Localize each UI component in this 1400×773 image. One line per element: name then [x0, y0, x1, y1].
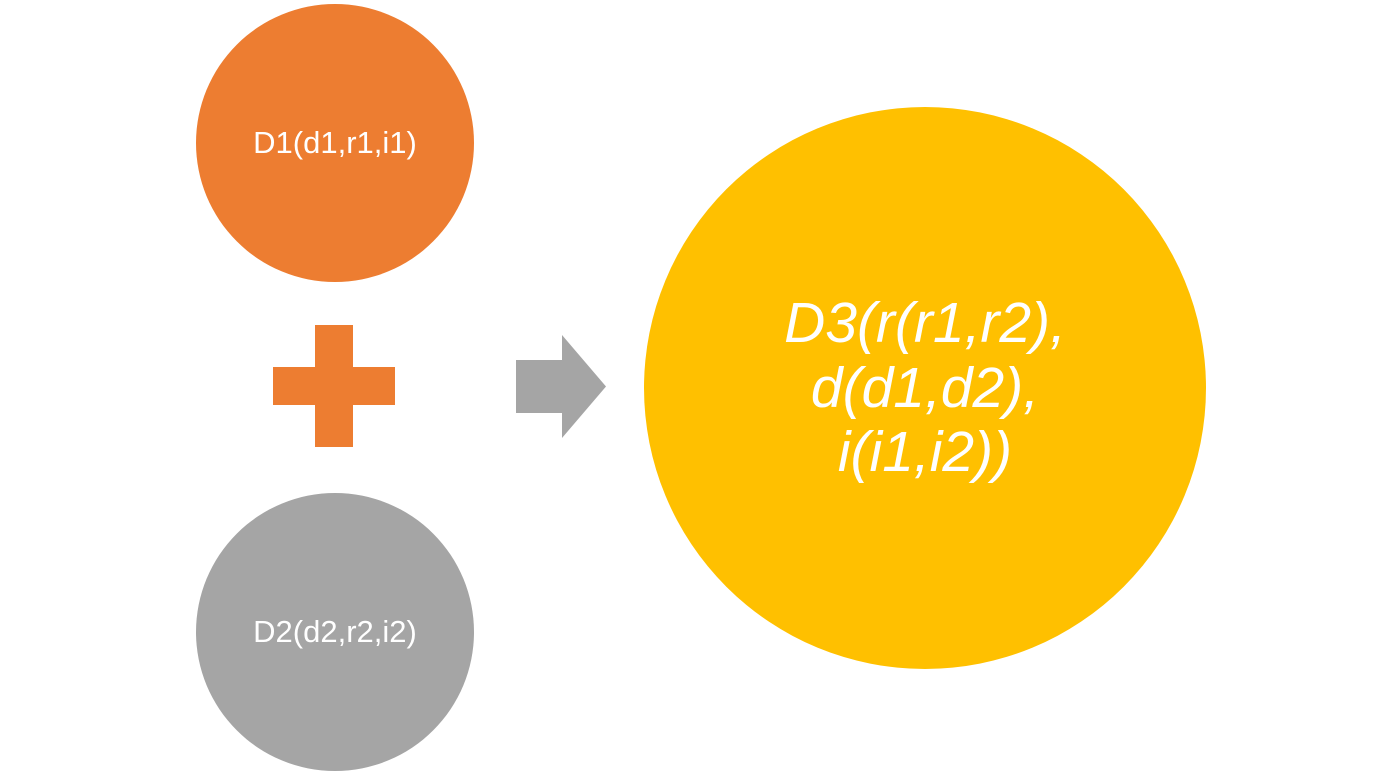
input-circle-d1-label: D1(d1,r1,i1) — [253, 125, 417, 160]
plus-icon — [273, 325, 395, 447]
input-circle-d1: D1(d1,r1,i1) — [196, 4, 474, 282]
input-circle-d2-label: D2(d2,r2,i2) — [253, 614, 417, 649]
result-line-1: D3(r(r1,r2), — [784, 291, 1066, 356]
right-arrow-icon — [516, 335, 606, 438]
result-line-3: i(i1,i2)) — [837, 420, 1013, 485]
result-circle-d3-label: D3(r(r1,r2), d(d1,d2), i(i1,i2)) — [784, 291, 1066, 484]
input-circle-d2: D2(d2,r2,i2) — [196, 493, 474, 771]
result-circle-d3: D3(r(r1,r2), d(d1,d2), i(i1,i2)) — [644, 107, 1206, 669]
result-line-2: d(d1,d2), — [810, 355, 1040, 420]
